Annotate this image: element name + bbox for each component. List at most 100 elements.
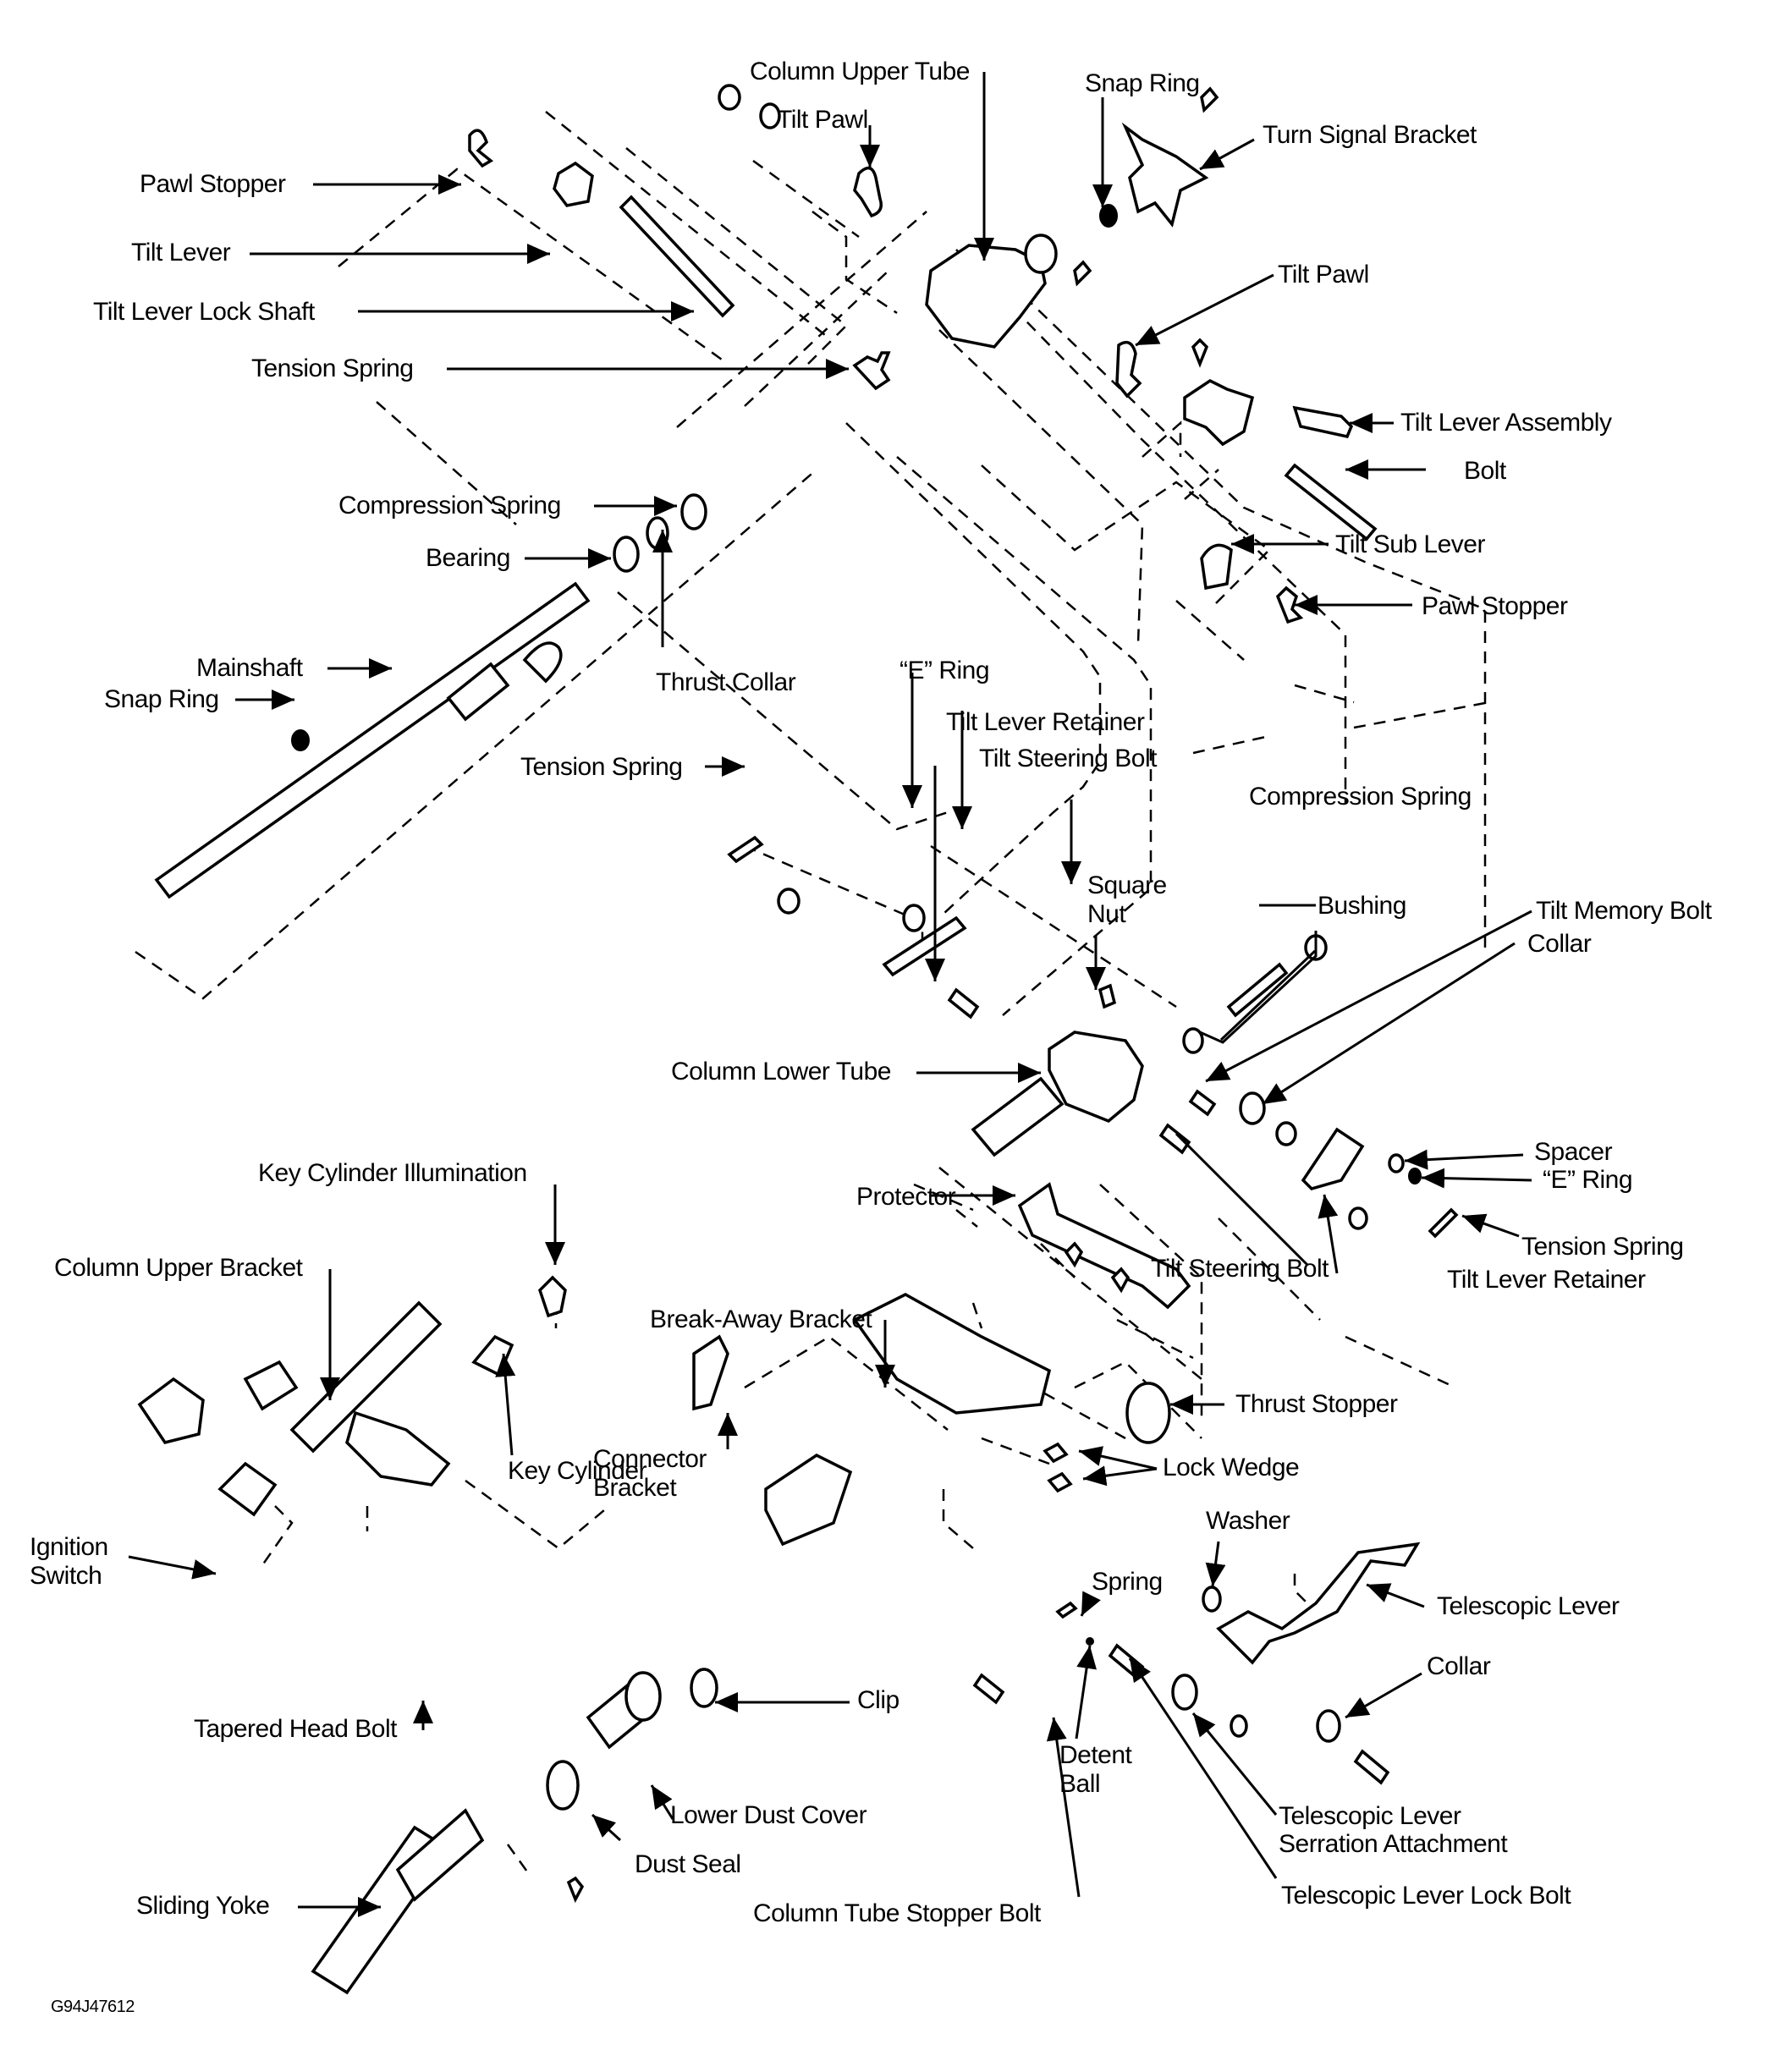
label-tension-spring-top: Tension Spring	[251, 354, 414, 382]
bolt-part	[1284, 463, 1378, 541]
label-tilt-lever-retainer-lower: Tilt Lever Retainer	[1447, 1266, 1646, 1294]
label-tilt-steering-bolt-lower: Tilt Steering Bolt	[1151, 1255, 1329, 1283]
connector-bracket-part	[692, 1334, 729, 1411]
break-away-bracket-body	[764, 1453, 853, 1547]
break-away-bracket-part	[852, 1293, 1052, 1415]
thrust-stopper-part	[1125, 1382, 1171, 1444]
washer-part	[759, 102, 781, 129]
lower-dust-cover-rim	[624, 1671, 662, 1722]
nut-part	[1230, 1714, 1248, 1738]
square-nut-part	[1098, 983, 1117, 1009]
tilt-lever-part	[553, 161, 594, 207]
column-upper-bracket-part	[289, 1300, 443, 1454]
label-square-nut-2: Nut	[1087, 900, 1126, 928]
label-tilt-pawl-right: Tilt Pawl	[1278, 261, 1369, 289]
label-column-tube-stopper-bolt: Column Tube Stopper Bolt	[753, 1899, 1041, 1927]
label-lower-dust-cover: Lower Dust Cover	[670, 1801, 867, 1829]
detent-ball-part	[1086, 1637, 1094, 1646]
nut-mid-part	[777, 888, 800, 915]
label-e-ring-right: “E” Ring	[1543, 1166, 1633, 1194]
serration-attachment-part	[1171, 1674, 1198, 1711]
label-bearing: Bearing	[426, 544, 510, 572]
label-telescopic-lever-serration-1: Telescopic Lever	[1279, 1802, 1461, 1830]
tilt-steering-bolt-mid-part	[947, 987, 980, 1020]
label-tilt-steering-bolt-mid: Tilt Steering Bolt	[979, 745, 1157, 772]
bolt-part	[1353, 1749, 1390, 1785]
screw-part	[1110, 1267, 1131, 1294]
label-tilt-sub-lever: Tilt Sub Lever	[1335, 530, 1485, 558]
tilt-memory-bolt-part	[1188, 1089, 1217, 1117]
label-pawl-stopper-right: Pawl Stopper	[1422, 592, 1568, 620]
label-detent-ball-2: Ball	[1059, 1770, 1101, 1798]
tilt-pawl-top-part	[853, 166, 883, 218]
label-bolt: Bolt	[1464, 457, 1506, 485]
label-key-cylinder-illumination: Key Cylinder Illumination	[258, 1159, 527, 1187]
label-spring: Spring	[1092, 1568, 1163, 1596]
compression-spring-right-part	[1226, 962, 1289, 1018]
screw-part	[1064, 1241, 1084, 1268]
label-tension-spring-mid: Tension Spring	[520, 753, 683, 781]
label-snap-ring-left: Snap Ring	[104, 685, 219, 713]
label-mainshaft: Mainshaft	[196, 654, 303, 682]
label-thrust-collar: Thrust Collar	[656, 668, 796, 696]
column-upper-bracket-body	[345, 1410, 451, 1487]
tilt-steering-bolt-part	[1158, 1123, 1191, 1155]
screw-part	[1191, 338, 1209, 368]
thrust-collar-part	[646, 516, 669, 550]
column-upper-tube-end	[1024, 234, 1058, 274]
tension-spring-right-part	[1428, 1207, 1459, 1239]
label-turn-signal-bracket: Turn Signal Bracket	[1263, 121, 1477, 149]
label-telescopic-lever: Telescopic Lever	[1437, 1592, 1620, 1620]
washer-part	[1202, 1586, 1222, 1613]
telescopic-lever-part	[1216, 1542, 1421, 1665]
label-tilt-memory-bolt: Tilt Memory Bolt	[1536, 897, 1712, 925]
snap-ring-top-part	[1099, 204, 1118, 228]
label-bushing: Bushing	[1318, 892, 1406, 920]
tension-spring-mid-part	[727, 835, 764, 864]
key-cylinder-illumination-part	[537, 1275, 567, 1318]
label-square-nut-1: Square	[1087, 871, 1167, 899]
label-column-upper-bracket: Column Upper Bracket	[54, 1254, 303, 1282]
tilt-lever-retainer-lower-part	[1301, 1127, 1365, 1190]
label-column-upper-tube: Column Upper Tube	[750, 58, 970, 85]
pawl-stopper-left-part	[468, 129, 494, 168]
label-protector: Protector	[856, 1183, 956, 1211]
label-ignition-switch-1: Ignition	[30, 1533, 108, 1561]
label-tilt-lever: Tilt Lever	[131, 239, 231, 267]
tilt-sub-lever-part	[1200, 543, 1233, 591]
label-compression-spring-right: Compression Spring	[1249, 783, 1472, 811]
label-break-away-bracket: Break-Away Bracket	[650, 1305, 872, 1333]
label-compression-spring-left: Compression Spring	[338, 492, 561, 519]
label-lock-wedge: Lock Wedge	[1163, 1454, 1300, 1481]
label-collar-lower: Collar	[1427, 1652, 1491, 1680]
mainshaft-part	[154, 581, 591, 899]
turn-signal-bracket-part	[1121, 122, 1209, 228]
tension-spring-top-part	[852, 351, 891, 391]
column-tube-stopper-bolt-part	[972, 1673, 1005, 1705]
label-tension-spring-right: Tension Spring	[1521, 1233, 1684, 1261]
label-dust-seal: Dust Seal	[635, 1850, 741, 1878]
label-telescopic-lever-serration-2: Serration Attachment	[1279, 1830, 1508, 1858]
e-ring-right-part	[1408, 1168, 1422, 1184]
label-tilt-lever-retainer-mid: Tilt Lever Retainer	[946, 708, 1145, 736]
screw-part	[1073, 260, 1092, 287]
sliding-yoke-joint	[395, 1808, 485, 1902]
label-spacer: Spacer	[1534, 1138, 1613, 1166]
label-thrust-stopper: Thrust Stopper	[1235, 1390, 1398, 1418]
label-tilt-lever-lock-shaft: Tilt Lever Lock Shaft	[93, 298, 315, 326]
tilt-lever-retainer-mid-part	[882, 915, 967, 977]
leader-lines	[128, 72, 1532, 1917]
lock-wedge-part	[1043, 1442, 1069, 1464]
label-pawl-stopper-left: Pawl Stopper	[140, 170, 286, 198]
bushing-part-2	[1182, 1027, 1204, 1054]
label-telescopic-lever-lock-bolt: Telescopic Lever Lock Bolt	[1281, 1882, 1571, 1910]
collar-mid-part	[1239, 1091, 1266, 1125]
tilt-lever-lock-shaft-part	[619, 195, 735, 318]
label-tapered-head-bolt: Tapered Head Bolt	[194, 1715, 398, 1743]
e-ring-mid-part	[902, 904, 926, 932]
label-collar-mid: Collar	[1527, 930, 1592, 958]
tilt-lever-assembly-part	[1183, 378, 1255, 447]
label-detent-ball-1: Detent	[1059, 1741, 1132, 1769]
key-cylinder-part	[471, 1334, 514, 1377]
